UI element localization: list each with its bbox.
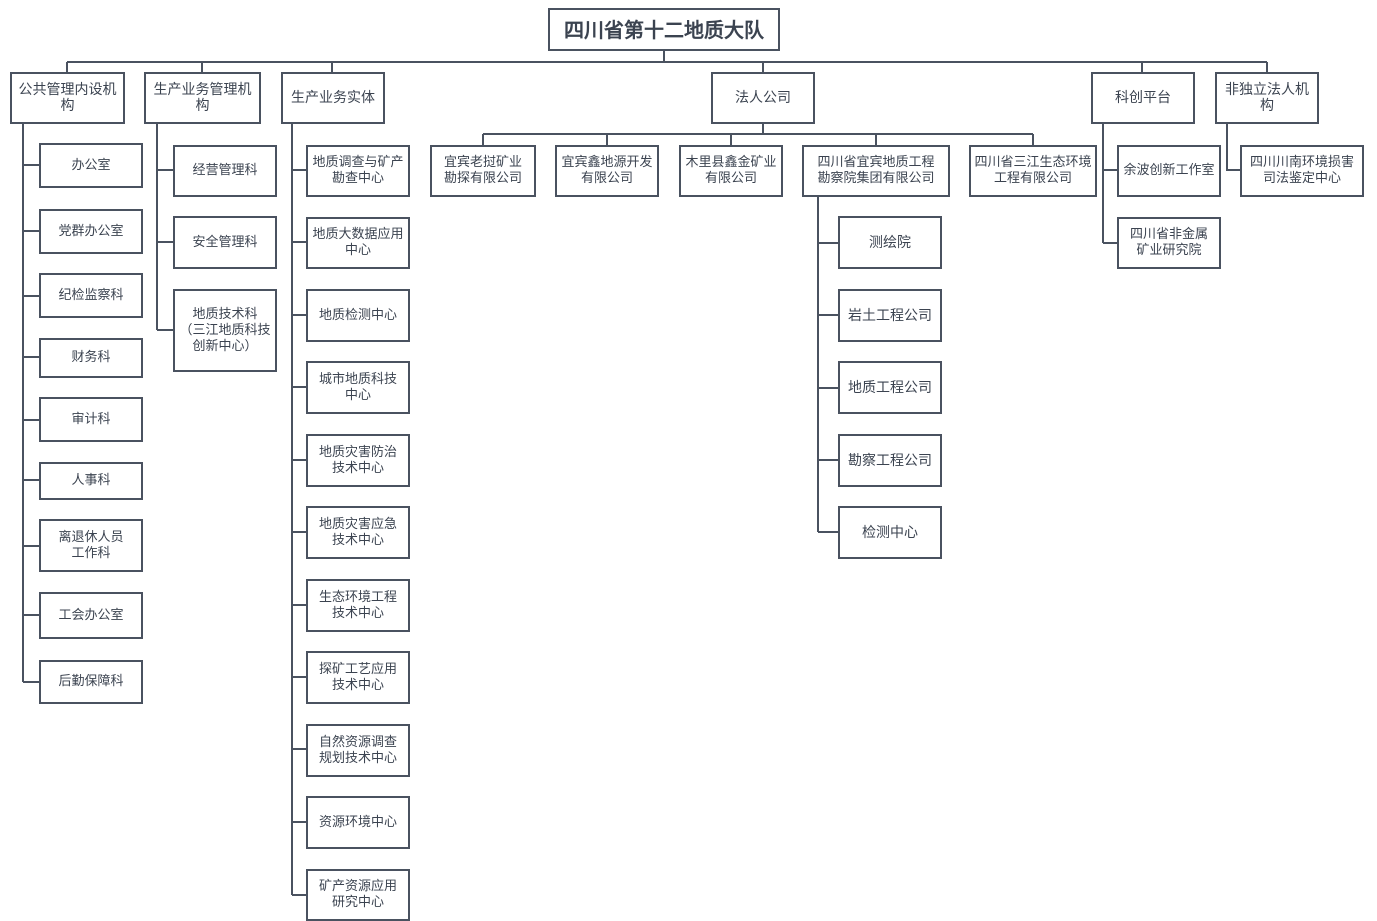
- production-mgmt-item: 安全管理科: [173, 216, 277, 269]
- public-item: 财务科: [39, 338, 143, 378]
- category-production-management: 生产业务管理机构: [144, 72, 261, 124]
- production-entity-item: 地质调查与矿产 勘查中心: [306, 145, 410, 197]
- public-item: 工会办公室: [39, 592, 143, 639]
- category-legal-companies: 法人公司: [711, 72, 815, 124]
- production-entity-item: 矿产资源应用 研究中心: [306, 869, 410, 921]
- legal-company: 四川省宜宾地质工程 勘察院集团有限公司: [802, 145, 950, 197]
- group-subsidiary: 勘察工程公司: [838, 434, 942, 487]
- public-item: 纪检监察科: [39, 273, 143, 318]
- public-item: 离退休人员 工作科: [39, 519, 143, 572]
- production-entity-item: 地质大数据应用 中心: [306, 217, 410, 269]
- legal-company: 四川省三江生态环境 工程有限公司: [969, 145, 1097, 197]
- category-innovation-platform: 科创平台: [1091, 72, 1195, 124]
- innovation-item: 四川省非金属 矿业研究院: [1117, 217, 1221, 269]
- public-item: 人事科: [39, 462, 143, 500]
- group-subsidiary: 岩土工程公司: [838, 289, 942, 342]
- category-public-management: 公共管理内设机构: [10, 72, 125, 124]
- production-entity-item: 自然资源调查 规划技术中心: [306, 724, 410, 777]
- legal-company: 木里县鑫金矿业 有限公司: [679, 145, 783, 197]
- production-entity-item: 地质灾害应急 技术中心: [306, 506, 410, 559]
- production-mgmt-item: 经营管理科: [173, 145, 277, 197]
- production-entity-item: 生态环境工程 技术中心: [306, 579, 410, 632]
- public-item: 后勤保障科: [39, 660, 143, 704]
- production-entity-item: 地质检测中心: [306, 289, 410, 342]
- production-entity-item: 城市地质科技 中心: [306, 361, 410, 414]
- public-item: 办公室: [39, 143, 143, 188]
- production-entity-item: 资源环境中心: [306, 796, 410, 849]
- group-subsidiary: 测绘院: [838, 216, 942, 269]
- group-subsidiary: 检测中心: [838, 506, 942, 559]
- legal-company: 宜宾鑫地源开发 有限公司: [555, 145, 659, 197]
- root-node: 四川省第十二地质大队: [548, 8, 780, 51]
- category-non-independent: 非独立法人机构: [1215, 72, 1319, 124]
- production-entity-item: 探矿工艺应用 技术中心: [306, 651, 410, 704]
- public-item: 审计科: [39, 397, 143, 442]
- category-production-entity: 生产业务实体: [281, 72, 385, 124]
- legal-company: 宜宾老挝矿业 勘探有限公司: [430, 145, 536, 197]
- public-item: 党群办公室: [39, 209, 143, 254]
- production-mgmt-item: 地质技术科 （三江地质科技 创新中心）: [173, 289, 277, 372]
- group-subsidiary: 地质工程公司: [838, 361, 942, 414]
- non-independent-item: 四川川南环境损害 司法鉴定中心: [1240, 145, 1364, 197]
- innovation-item: 余波创新工作室: [1117, 145, 1221, 197]
- production-entity-item: 地质灾害防治 技术中心: [306, 434, 410, 487]
